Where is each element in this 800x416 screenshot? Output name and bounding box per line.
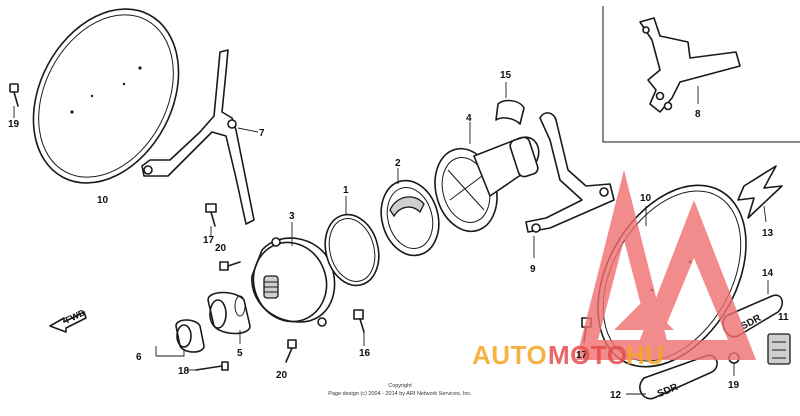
callout-15: 15 — [500, 70, 512, 81]
copyright-line-1: Copyright — [388, 383, 412, 389]
lens-1 — [324, 196, 380, 287]
bracket-7 — [141, 49, 259, 225]
callout-12: 12 — [610, 390, 622, 401]
callout-2: 2 — [395, 158, 401, 169]
callout-19-right: 19 — [728, 380, 740, 391]
callout-10-left: 10 — [97, 195, 109, 206]
callout-4: 4 — [466, 113, 472, 124]
badge-11 — [767, 333, 791, 365]
grommet-5 — [207, 291, 251, 344]
watermark-text: AUTO MOTO HU — [472, 340, 665, 370]
callout-7: 7 — [259, 128, 265, 139]
bolt-16 — [353, 309, 365, 346]
screw-18 — [188, 361, 229, 371]
callout-20-bottom: 20 — [276, 370, 288, 381]
watermark-text-hu: HU — [626, 340, 665, 370]
screw-19-left — [9, 83, 19, 118]
watermark-triangle-inner — [614, 300, 674, 330]
copyright-block: Copyright Page design (c) 2004 - 2014 by… — [328, 383, 472, 397]
callout-labels: 1 2 3 4 5 6 7 8 9 10 10 11 12 13 14 15 1… — [8, 70, 789, 401]
callout-11: 11 — [778, 312, 789, 323]
fwd-arrow: FWD — [49, 307, 87, 333]
inset-frame — [602, 6, 800, 143]
callout-8: 8 — [695, 109, 701, 120]
callout-5: 5 — [237, 348, 243, 359]
callout-3: 3 — [289, 211, 295, 222]
callout-13: 13 — [762, 228, 774, 239]
callout-16: 16 — [359, 348, 371, 359]
rim-2 — [380, 168, 440, 257]
callout-18: 18 — [178, 366, 190, 377]
callout-6: 6 — [136, 352, 142, 363]
watermark-text-auto: AUTO — [472, 340, 547, 370]
bolt-20-left — [219, 261, 241, 271]
socket-15 — [495, 82, 525, 125]
callout-19-left: 19 — [8, 119, 20, 130]
watermark-logo — [576, 170, 756, 360]
headlight-case-3 — [251, 222, 336, 327]
callout-14: 14 — [762, 268, 774, 279]
callout-17-right: 17 — [576, 350, 588, 361]
bolt-20-bottom — [285, 339, 297, 363]
watermark-text-moto: MOTO — [548, 340, 628, 370]
callout-9: 9 — [530, 264, 536, 275]
stripe-13 — [737, 165, 783, 223]
number-plate-left — [32, 8, 180, 184]
bracket-8-inset — [639, 17, 741, 113]
clamp-6 — [155, 319, 205, 357]
callout-20-left: 20 — [215, 243, 227, 254]
bracket-9 — [525, 112, 615, 258]
headlight-unit-4 — [434, 122, 540, 233]
copyright-line-2: Page design (c) 2004 - 2014 by ARI Netwo… — [328, 391, 472, 397]
callout-1: 1 — [343, 185, 349, 196]
callout-17-left: 17 — [203, 235, 215, 246]
callout-10-right: 10 — [640, 193, 652, 204]
bolt-17-left — [205, 203, 217, 236]
